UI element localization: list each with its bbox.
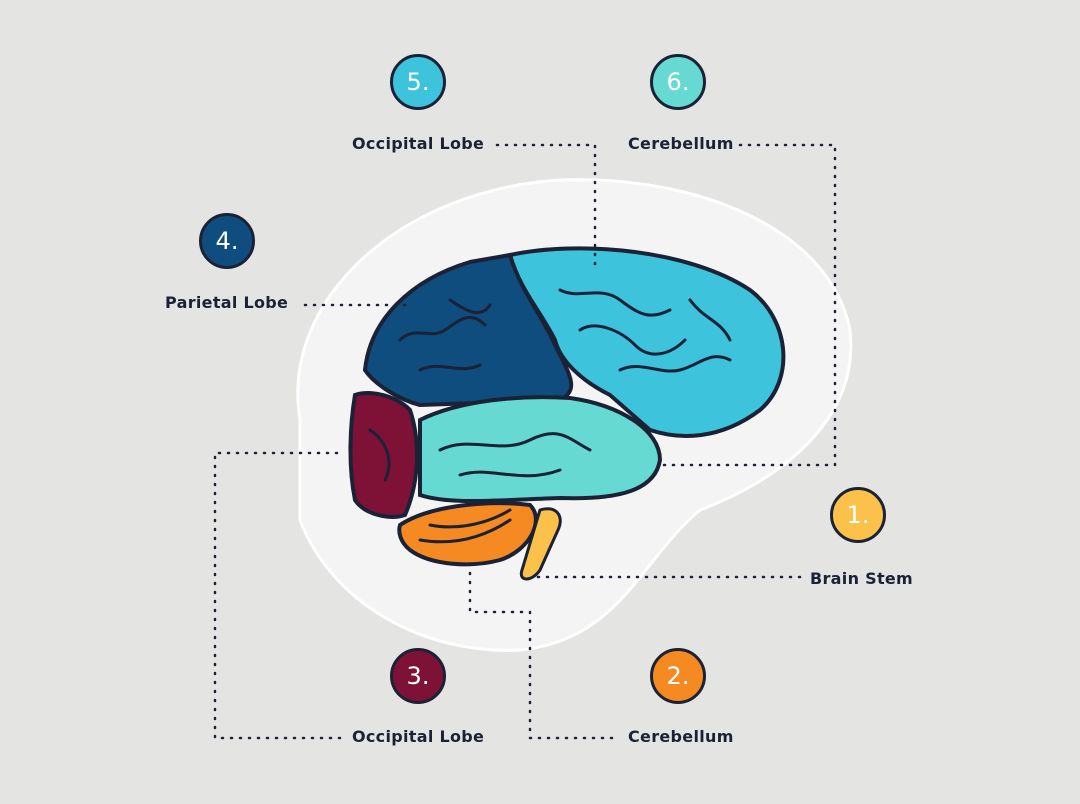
badge-1: 1. bbox=[830, 487, 886, 543]
label-3: Occipital Lobe bbox=[352, 727, 485, 746]
label-5: Occipital Lobe bbox=[352, 134, 485, 153]
badge-4: 4. bbox=[199, 213, 255, 269]
label-1: Brain Stem bbox=[810, 569, 914, 588]
parietal-lobe-region bbox=[362, 252, 574, 408]
connector-lines bbox=[213, 143, 837, 740]
badge-3: 3. bbox=[390, 648, 446, 704]
connector-2 bbox=[468, 558, 614, 740]
brain-stem-region bbox=[519, 507, 562, 581]
occipital-lobe-region bbox=[348, 391, 419, 519]
label-4: Parietal Lobe bbox=[165, 293, 289, 312]
cerebellum-region bbox=[397, 501, 538, 567]
connector-5 bbox=[495, 143, 597, 272]
badge-2: 2. bbox=[650, 648, 706, 704]
label-6: Cerebellum bbox=[628, 134, 734, 153]
temporal-lobe-region bbox=[418, 395, 663, 503]
gyri-lines bbox=[368, 288, 732, 544]
badge-6: 6. bbox=[650, 54, 706, 110]
label-2: Cerebellum bbox=[628, 727, 734, 746]
badge-5: 5. bbox=[390, 54, 446, 110]
connector-3 bbox=[213, 451, 347, 740]
